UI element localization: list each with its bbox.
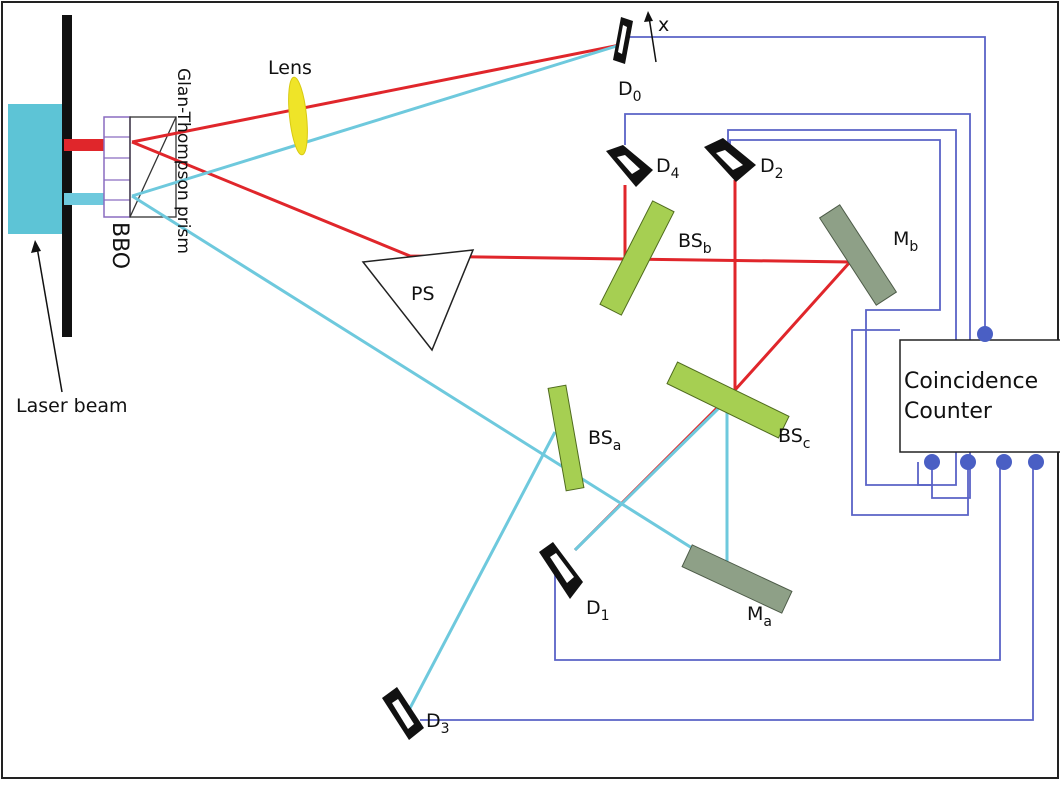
detector-d1	[539, 542, 583, 599]
detector-d0	[613, 17, 633, 64]
detector-d4	[606, 145, 653, 187]
label-d0: D0	[618, 78, 642, 105]
label-m-b: Mb	[893, 228, 918, 255]
label-m-a: Ma	[747, 603, 772, 630]
wire-d3	[420, 462, 1034, 721]
label-bs-a: BSa	[588, 427, 621, 454]
label-ps: PS	[411, 283, 435, 305]
wire-mb-side	[851, 329, 969, 516]
wire-d4	[624, 113, 971, 499]
label-glan-thompson-prism: Glan-Thompson prism	[173, 68, 193, 254]
mirror-b	[818, 204, 898, 306]
port-4	[1028, 454, 1044, 470]
aperture-plate	[62, 15, 72, 337]
label-x: x	[658, 14, 669, 36]
wire-d0	[625, 36, 986, 330]
wire-d2	[729, 139, 941, 486]
laser-beam-arrow-icon	[31, 240, 63, 393]
label-lens: Lens	[268, 57, 312, 79]
bbo-crystal	[103, 116, 131, 218]
counter-label-line2: Counter	[904, 399, 993, 424]
coincidence-wires	[420, 36, 1034, 721]
beam-splitter-b	[599, 200, 675, 316]
cyan-beam-d1	[573, 398, 729, 552]
wire-d1	[554, 462, 1001, 661]
label-bs-c: BSc	[778, 425, 810, 452]
red-beam-d0	[131, 43, 621, 144]
counter-ports	[924, 326, 1044, 470]
red-pump-stub	[64, 139, 104, 151]
label-d4: D4	[656, 155, 680, 182]
cyan-beam-d3	[406, 431, 557, 713]
port-1	[924, 454, 940, 470]
label-d2: D2	[760, 155, 784, 182]
wire-d4-loop	[727, 129, 957, 486]
beam-splitter-a	[547, 384, 585, 492]
port-2	[960, 454, 976, 470]
label-d3: D3	[426, 710, 450, 737]
laser-source	[8, 104, 66, 234]
label-bs-b: BSb	[678, 230, 712, 257]
port-3	[996, 454, 1012, 470]
coincidence-counter-box	[899, 339, 1060, 453]
prism-ps	[361, 249, 475, 352]
counter-label-line1: Coincidence	[904, 369, 1038, 394]
cyan-pump-stub	[64, 193, 104, 205]
label-laser-beam: Laser beam	[16, 395, 128, 417]
detector-d2	[704, 138, 756, 182]
label-d1: D1	[586, 597, 610, 624]
mirror-a	[681, 544, 793, 614]
lens	[288, 76, 308, 156]
detector-d3	[382, 687, 424, 740]
beam-splitter-c	[666, 361, 790, 439]
cyan-beam-d0	[131, 43, 621, 198]
label-bbo: BBO	[107, 222, 132, 269]
x-translation-arrow-icon	[644, 11, 657, 63]
port-top	[977, 326, 993, 342]
